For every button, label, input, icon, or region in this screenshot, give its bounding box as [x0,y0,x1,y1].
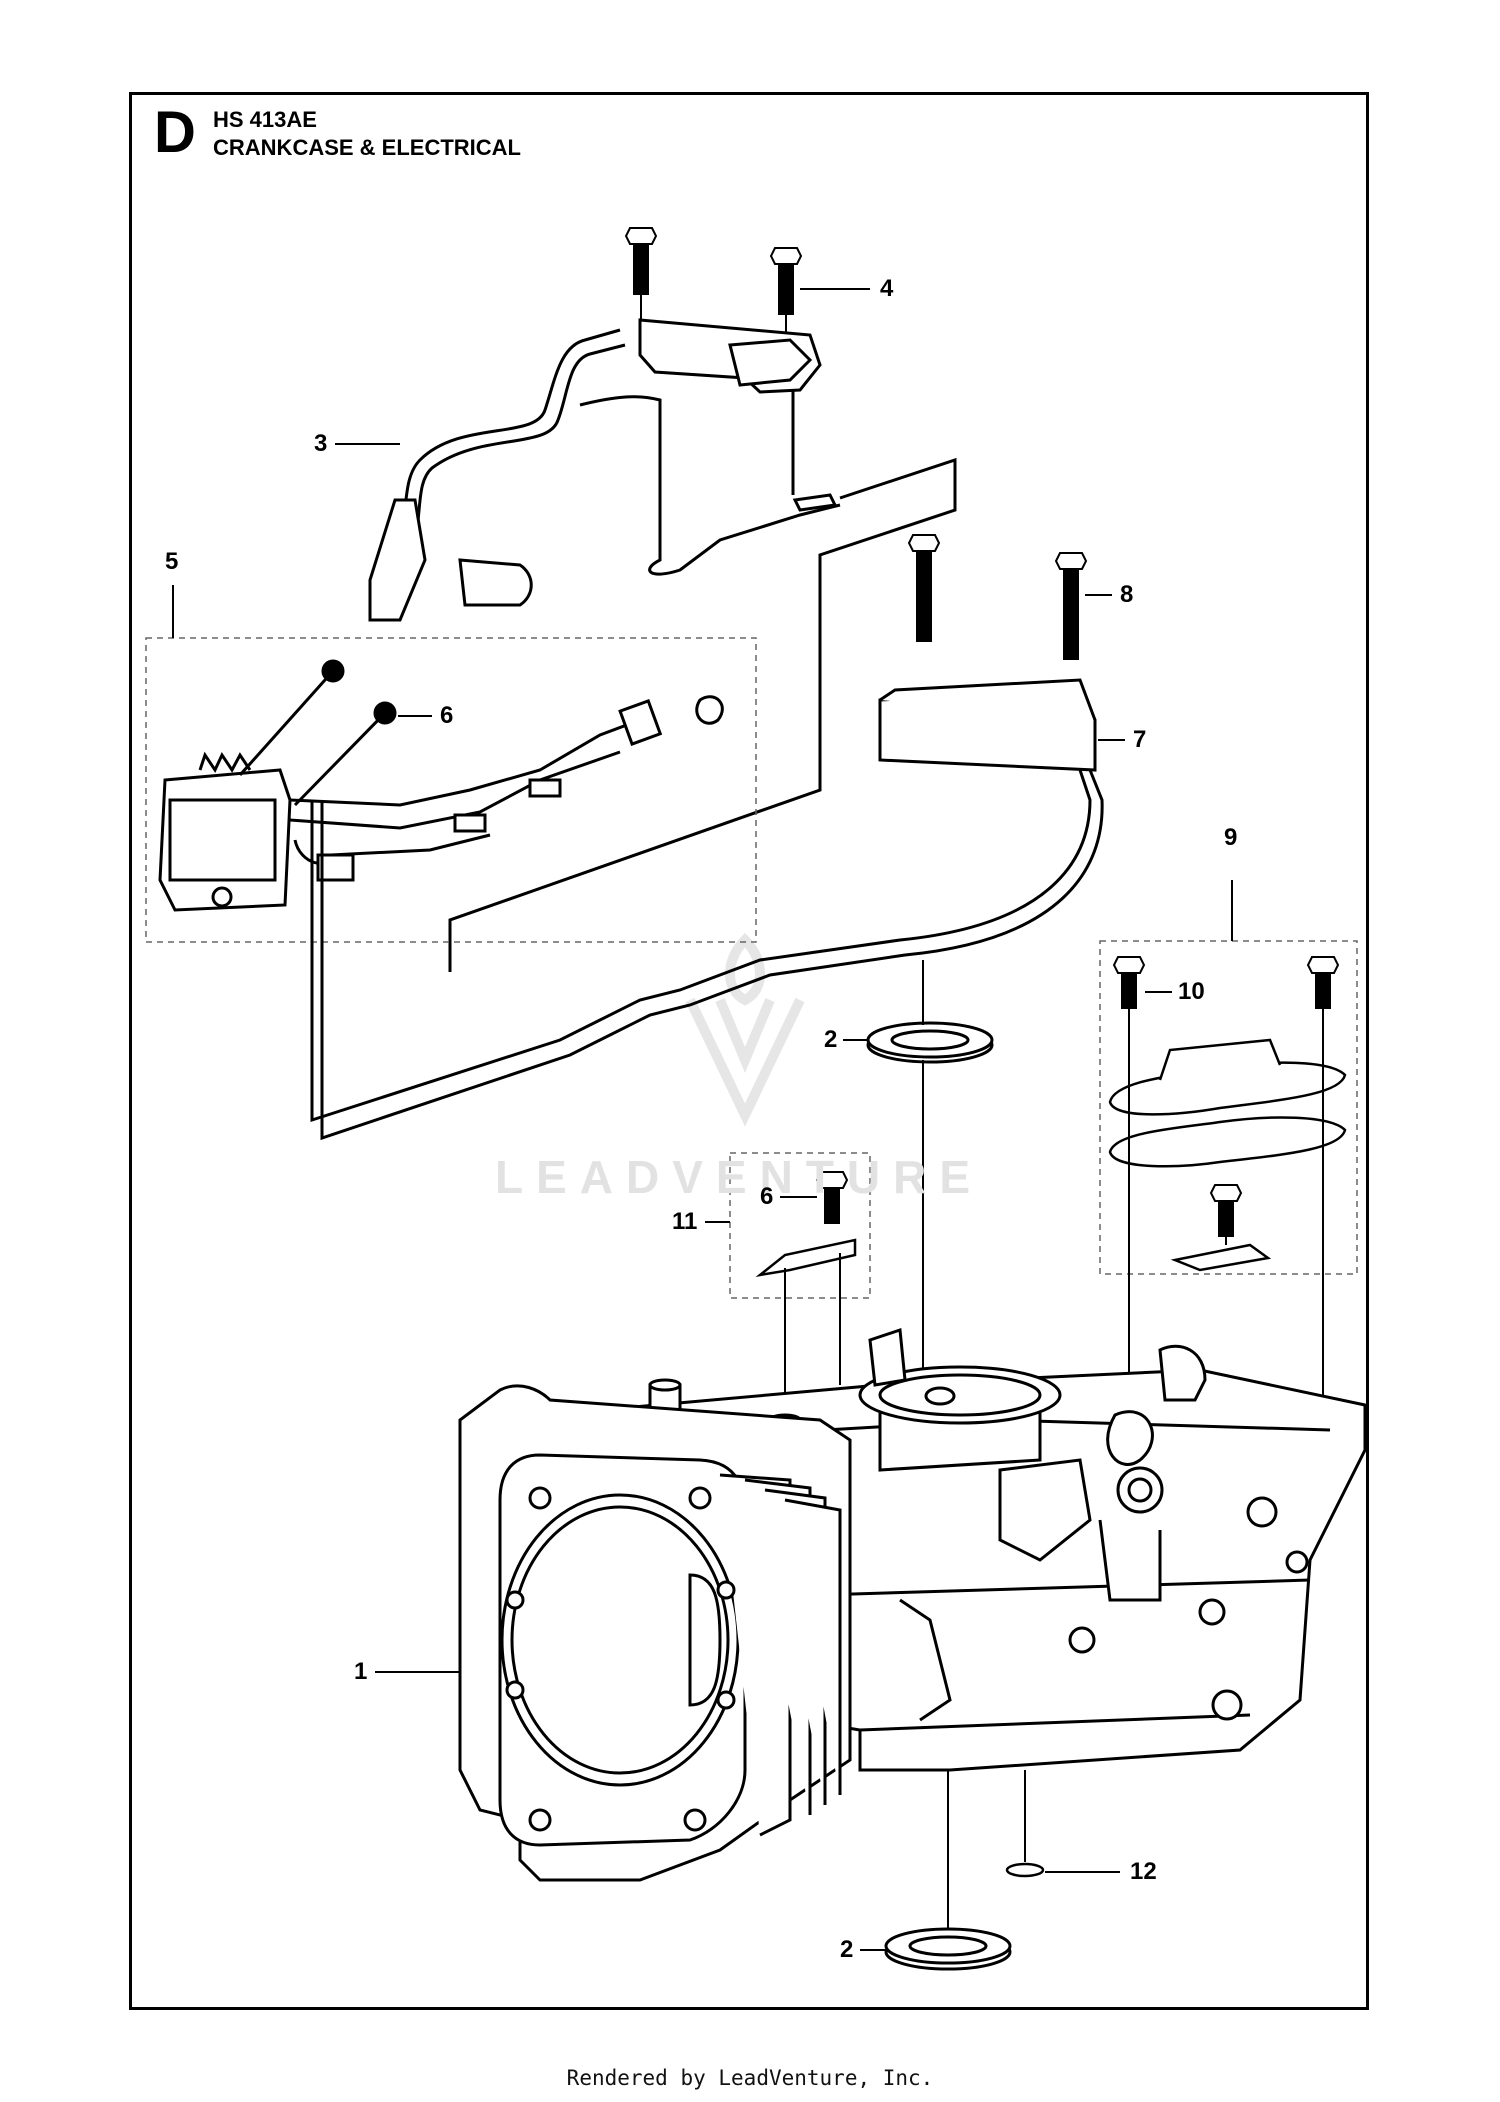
section-letter: D [154,100,196,165]
cover-kit-box [1099,940,1358,1275]
callout-5[interactable]: 5 [165,548,179,575]
dowel-pin [1005,1862,1045,1878]
crankcase [458,1327,1367,1882]
bracket-kit-box [729,1152,871,1299]
bolt-bracket [815,1171,849,1224]
regulator-harness [289,695,724,882]
bolt-cover-small [1209,1184,1243,1237]
callout-11[interactable]: 11 [672,1208,698,1235]
oil-seal-upper [866,1021,994,1064]
oil-seal-lower [884,1927,1012,1971]
callout-10[interactable]: 10 [1178,978,1205,1005]
wire-coil-connector [448,457,957,972]
callout-9[interactable]: 9 [1224,824,1238,851]
callout-7[interactable]: 7 [1133,726,1147,753]
ignition-coil [368,318,841,622]
callout-2-upper[interactable]: 2 [824,1026,838,1053]
ground-wires [310,769,1104,1141]
regulator-kit-box [145,637,757,943]
wire-bracket [755,1238,857,1395]
watermark-text: LEADVENTURE [495,1151,984,1203]
control-module [878,678,1097,772]
diagram-frame [129,92,1369,2010]
bolt-module-left [907,534,941,642]
footer-credit: Rendered by LeadVenture, Inc. [566,2066,934,2090]
callout-6-bracket[interactable]: 6 [760,1183,774,1210]
diagram-title: CRANKCASE & ELECTRICAL [213,135,521,160]
callout-12[interactable]: 12 [1130,1858,1157,1885]
callout-6-regulator[interactable]: 6 [440,702,454,729]
callout-2-lower[interactable]: 2 [840,1936,854,1963]
bolt-ignition-left [624,227,658,320]
bolt-module-right [1054,552,1088,660]
model-number: HS 413AE [213,107,317,132]
callout-1[interactable]: 1 [354,1658,368,1685]
breather-cover [1108,1038,1347,1272]
bolt-cover-left [1112,956,1146,1009]
callout-4[interactable]: 4 [880,275,894,302]
bolt-ignition-right [769,247,803,345]
voltage-regulator [158,659,397,912]
callout-8[interactable]: 8 [1120,581,1134,608]
callout-3[interactable]: 3 [314,430,328,457]
